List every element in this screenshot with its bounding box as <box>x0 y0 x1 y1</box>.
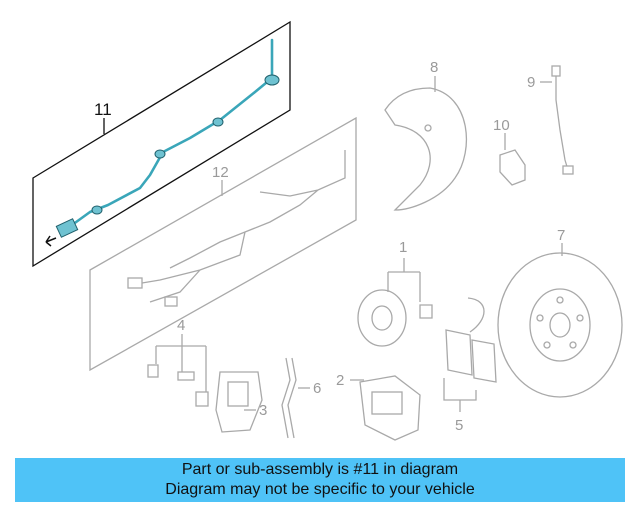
callout-5: 5 <box>455 417 463 434</box>
part-5-leader <box>443 378 477 412</box>
part-6-shape <box>281 357 297 439</box>
part-4-guide-pins[interactable]: 4 <box>147 317 209 407</box>
part-11-clip-c <box>91 205 103 215</box>
part-10-bracket[interactable]: 10 <box>493 117 526 186</box>
callout-6: 6 <box>313 380 321 397</box>
part-7-bolt-hole <box>576 314 584 322</box>
part-5-pad-b <box>471 339 497 383</box>
callout-1: 1 <box>399 239 407 256</box>
part-7-inner <box>529 288 591 362</box>
part-11-speed-sensor-cable[interactable]: 11 <box>32 20 291 268</box>
part-9-shape <box>555 70 569 171</box>
part-12-connector <box>127 277 143 289</box>
part-12-cable <box>129 150 346 303</box>
part-5-wire <box>467 297 485 333</box>
part-7-outer <box>497 252 623 398</box>
banner-line-2: Diagram may not be specific to your vehi… <box>165 481 475 498</box>
part-12-connector-b <box>164 296 178 307</box>
part-9-sensor[interactable]: 9 <box>527 65 574 175</box>
part-9-tip <box>562 165 574 175</box>
part-4-pin-c <box>195 391 209 407</box>
part-11-cable <box>70 38 274 227</box>
part-1-wheel-hub[interactable]: 1 <box>357 239 433 347</box>
part-11-clip-b <box>154 149 166 159</box>
part-2-piston <box>371 391 403 415</box>
callout-4: 4 <box>177 317 185 334</box>
parts-diagram: 11 12 8 9 10 7 <box>32 20 623 441</box>
part-4-leader <box>155 334 207 392</box>
part-3-shape <box>215 371 263 433</box>
part-8-splash-shield[interactable]: 8 <box>384 59 467 211</box>
part-7-bolt-hole <box>536 314 544 322</box>
part-7-bolt-hole <box>569 341 577 349</box>
part-1-hub <box>357 289 407 347</box>
part-6-spring-clip[interactable]: 6 <box>281 357 321 439</box>
banner-line-1: Part or sub-assembly is #11 in diagram <box>181 461 459 478</box>
part-5-pad-a <box>445 329 473 376</box>
part-2-shape <box>359 375 421 441</box>
part-11-connector <box>55 218 79 238</box>
part-12-panel <box>89 116 357 372</box>
part-7-brake-rotor[interactable]: 7 <box>497 227 623 398</box>
part-4-pin-a <box>147 364 159 378</box>
callout-10: 10 <box>493 117 510 134</box>
callout-8: 8 <box>430 59 438 76</box>
part-10-shape <box>499 149 526 186</box>
part-11-arrow <box>45 235 57 247</box>
callout-12: 12 <box>212 164 229 181</box>
callout-11: 11 <box>94 100 112 119</box>
part-1-leader <box>387 258 421 302</box>
callout-2: 2 <box>336 372 344 389</box>
part-1-bolt <box>419 304 433 319</box>
callout-9: 9 <box>527 74 535 91</box>
part-11-panel <box>32 20 291 268</box>
callout-3: 3 <box>259 402 267 419</box>
part-7-hub <box>549 312 571 338</box>
part-9-head <box>551 65 561 77</box>
part-7-bolt-hole <box>556 296 564 304</box>
part-12-wiring-harness[interactable]: 12 <box>89 116 357 372</box>
part-11-clip-a <box>212 117 224 127</box>
part-2-caliper[interactable]: 2 <box>336 372 421 441</box>
part-11-grommet <box>264 74 280 86</box>
part-7-bolt-hole <box>543 341 551 349</box>
part-1-hub-center <box>371 305 393 331</box>
part-3-window <box>227 381 249 407</box>
part-5-brake-pads[interactable]: 5 <box>443 297 497 434</box>
info-banner: Part or sub-assembly is #11 in diagram D… <box>15 458 625 502</box>
part-8-hole <box>424 124 432 132</box>
part-8-shape <box>384 87 467 211</box>
part-4-pin-b <box>177 371 195 381</box>
callout-7: 7 <box>557 227 565 244</box>
part-3-caliper-carrier[interactable]: 3 <box>215 371 267 433</box>
